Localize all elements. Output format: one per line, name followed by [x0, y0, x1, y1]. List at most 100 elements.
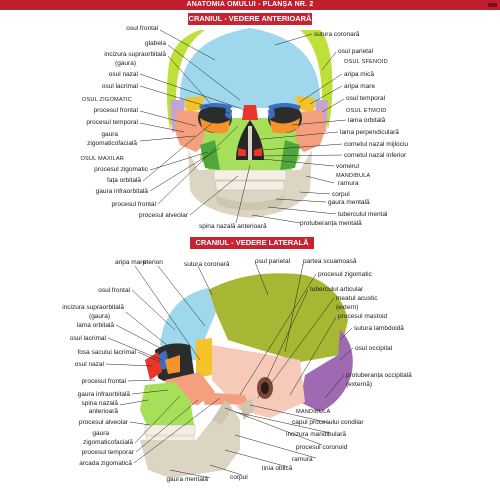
label-lama-orbitala: lama orbitală	[348, 117, 386, 124]
page-title: ANATOMIA OMULUI - PLANȘA NR. 2	[186, 1, 314, 8]
label-cornetul-mijlociu: cornetul nazal mijlociu	[344, 141, 408, 148]
label-lat-partea-scuamoasa: partea scuamoasă	[303, 258, 357, 265]
concha-right	[254, 148, 262, 156]
label-osul-parietal: osul parietal	[338, 48, 374, 55]
label-lat-linia-oblica: linia oblică	[262, 465, 293, 472]
label-osul-frontal: osul frontal	[126, 25, 158, 32]
label-lat-meatul-acustic: meatul acustic	[336, 295, 378, 302]
label-lat-pterion: pterion	[143, 259, 163, 266]
concha-left	[238, 148, 246, 156]
label-osul-lacrimal: osul lacrimal	[102, 83, 139, 90]
label-lat-procesul-mastoid: procesul mastoid	[338, 313, 388, 320]
label-osul-nazal: osul nazal	[109, 71, 139, 78]
lateral-right-labels: procesul zigomatic tuberculul articular …	[230, 271, 412, 481]
parietal-left-region	[166, 30, 205, 130]
label-osul-temporal: osul temporal	[346, 95, 386, 102]
label-incizura-supraorbitala: incizura supraorbitală	[104, 51, 166, 58]
label-mandibula: MANDIBULA	[336, 173, 371, 179]
label-vomerul: vomerul	[336, 163, 360, 170]
anterior-left-leaders	[139, 29, 251, 224]
orbit-right-floor	[270, 118, 300, 134]
label-gaura-mentala: gaura mentală	[328, 199, 370, 206]
label-lat-lama-orbitala: lama orbitală	[77, 322, 115, 329]
label-lat-anterioara: anterioară	[89, 408, 119, 415]
coronoid-process	[212, 400, 232, 425]
chin-shade	[215, 195, 285, 211]
label-protuberanta-mentala: protuberanța mentală	[300, 220, 362, 227]
nasal-bone	[242, 105, 258, 120]
zygomatic-arch-lat	[200, 392, 248, 405]
nasal-lat	[145, 352, 162, 380]
label-procesul-temporal: procesul temporal	[86, 119, 138, 126]
label-glabela: glabela	[145, 40, 166, 47]
label-procesul-frontal-zig: procesul frontal	[94, 107, 139, 114]
anterior-right-labels: sutura coronară osul parietal OSUL SFENO…	[300, 31, 408, 227]
label-lat-capul-condilar: capul procesului condilar	[292, 419, 364, 426]
label-lat-corpul: corpul	[230, 474, 248, 481]
lateral-left-labels: osul frontal incizura supraorbitală (gau…	[62, 287, 208, 483]
label-lat-externa: (externă)	[346, 381, 372, 388]
header-bar: ANATOMIA OMULUI - PLANȘA NR. 2	[0, 0, 500, 10]
label-osul-maxilar: OSUL MAXILAR	[80, 156, 124, 162]
label-lat-gaura-zig: gaura	[92, 430, 109, 437]
sphenoid-lat-region	[196, 338, 212, 378]
label-lama-perpendiculara: lama perpendiculară	[340, 129, 399, 136]
corner-mark	[488, 3, 497, 7]
lateral-top-labels: aripa mare pterion sutura coronară osul …	[115, 258, 357, 268]
label-fata-orbitala: fața orbitală	[107, 177, 141, 184]
condylar-process	[240, 398, 254, 420]
anterior-left-labels: osul frontal glabela incizura supraorbit…	[80, 25, 267, 230]
label-zigomaticofaciala: zigomaticofacială	[87, 140, 137, 147]
label-aripa-mica: aripa mică	[344, 71, 374, 78]
orbit-left-brow	[199, 103, 232, 110]
label-lat-procesul-temporar: procesul temporar	[82, 449, 135, 456]
lateral-leaders	[105, 261, 354, 479]
lacrimal-left	[225, 108, 232, 120]
label-lat-gaura-infraorbitala: gaura infraorbitală	[78, 391, 131, 398]
label-lat-osul-frontal: osul frontal	[98, 287, 130, 294]
section-title-anterior: CRANIUL - VEDERE ANTERIOARĂ	[188, 13, 312, 25]
parietal-lat-region	[208, 273, 348, 362]
label-procesul-zigomatic: procesul zigomatic	[94, 166, 149, 173]
label-spina-nazala: spina nazală anterioară	[199, 223, 267, 230]
lower-teeth	[215, 180, 285, 191]
lacrimal-right	[268, 108, 275, 120]
label-lat-procesul-frontal: procesul frontal	[82, 378, 127, 385]
label-corpul: corpul	[332, 191, 350, 198]
label-procesul-alveolar: procesul alveolar	[139, 212, 189, 219]
label-lat-tuberculul-articular: tuberculul articular	[310, 286, 364, 293]
label-lat-gaura-mentala: gaura mentală	[166, 476, 208, 483]
label-lat-incizura-supraorbitala: incizura supraorbitală	[62, 304, 124, 311]
lateral-skull	[140, 273, 353, 478]
occipital-region	[300, 330, 353, 412]
label-gaura-zig: gaura	[101, 131, 118, 138]
label-lat-osul-lacrimal: osul lacrimal	[70, 335, 107, 342]
label-lat-procesul-zigomatic: procesul zigomatic	[318, 271, 373, 278]
label-lat-arcada-zigomatica: arcada zigomatică	[79, 460, 132, 467]
external-meatus-inner	[261, 382, 269, 394]
label-lat-ramura: ramura	[292, 456, 313, 463]
label-procesul-frontal-max: procesul frontal	[112, 201, 157, 208]
label-lat-extern: (extern)	[336, 304, 358, 311]
label-osul-zigomatic: OSUL ZIGOMATIC	[82, 97, 132, 103]
anterior-right-leaders	[251, 33, 347, 224]
label-lat-osul-parietal: osul parietal	[255, 258, 291, 265]
label-lat-aripa-mare: aripa mare	[115, 259, 146, 266]
label-lat-sutura-lambdoida: sutura lambdoidă	[354, 325, 404, 332]
orbit-left-floor	[200, 118, 230, 134]
label-lat-mandibula: MANDIBULA	[296, 409, 331, 415]
label-osul-etmoid: OSUL ETMOID	[346, 108, 387, 114]
label-lat-fosa-sacului: fosa sacului lacrimal	[77, 349, 136, 356]
upper-teeth	[213, 169, 287, 181]
section-title-lateral: CRANIUL - VEDERE LATERALĂ	[190, 237, 314, 249]
ethmoid-lat	[165, 355, 180, 374]
label-aripa-mare: aripa mare	[344, 83, 375, 90]
label-lat-spina-nazala: spina nazală	[82, 400, 119, 407]
label-lat-zigomaticofaciala: zigomaticofacială	[83, 439, 133, 446]
label-lat-sutura-coronara: sutura coronară	[184, 261, 230, 268]
maxilla-lat-region	[140, 382, 195, 432]
label-tuberculul-mental: tuberculul mental	[338, 211, 388, 218]
anterior-skull	[166, 28, 333, 218]
maxilla-left-dark	[200, 140, 220, 170]
